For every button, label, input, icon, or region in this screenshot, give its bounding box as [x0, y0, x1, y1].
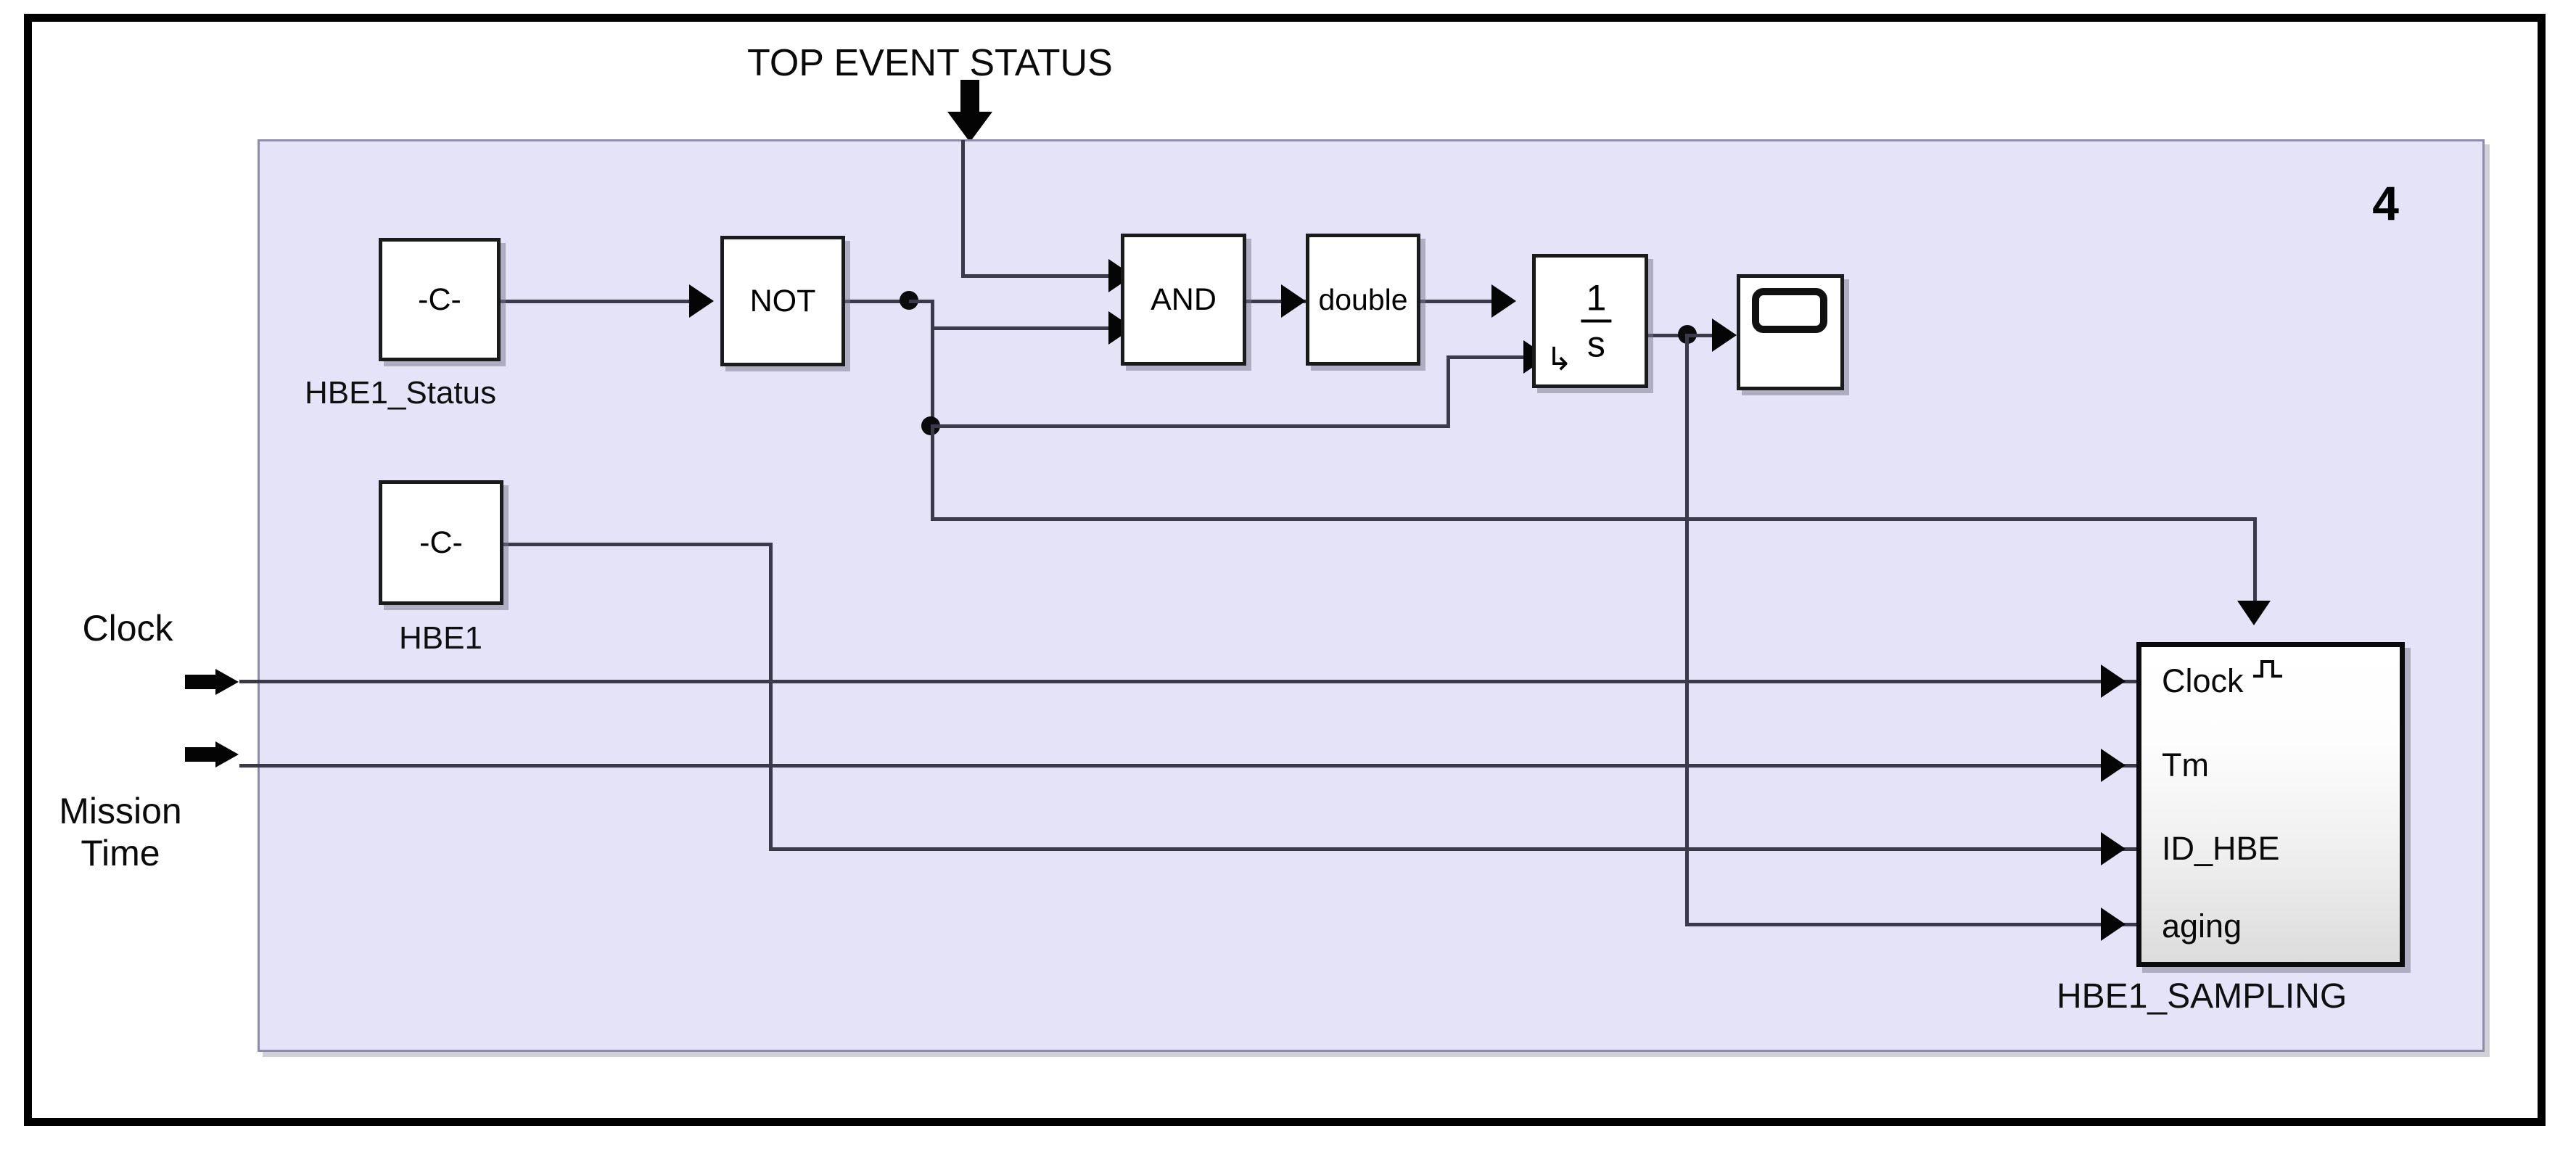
hbe1-caption: HBE1 — [399, 620, 482, 656]
arrow-into-double-icon — [1281, 284, 1306, 318]
mission-time-line-2: Time — [81, 832, 160, 873]
arrow-into-integrator-icon — [1491, 284, 1516, 318]
scope-screen-icon — [1752, 288, 1827, 333]
arrow-into-scope-icon — [1712, 318, 1737, 352]
integrator-denominator: s — [1587, 324, 1605, 365]
integrator-block[interactable]: 1 s ↳ — [1532, 254, 1648, 388]
integrator-reset-icon: ↳ — [1546, 342, 1573, 377]
hbe1-status-const-value: -C- — [418, 281, 461, 317]
wire-not-out — [845, 300, 918, 303]
hbe1-sampling-caption: HBE1_SAMPLING — [2057, 977, 2347, 1016]
mission-time-line-1: Mission — [59, 791, 182, 831]
wire-const-to-not — [501, 300, 695, 303]
not-gate-label: NOT — [749, 283, 816, 318]
wire-lower-feedback-down — [2253, 517, 2257, 604]
wire-junctionA-to-lower — [931, 424, 934, 520]
wire-mission-time-to-subsystem — [239, 764, 2139, 768]
wire-hbe1-down — [769, 543, 773, 851]
port-clock-label: Clock — [2162, 662, 2244, 699]
wire-junctionA-right — [909, 300, 934, 303]
hbe1-sampling-subsystem-block[interactable]: Clock Tm ID_HBE aging — [2136, 642, 2405, 967]
integrator-numerator: 1 — [1586, 277, 1607, 318]
integrator-fraction: 1 s — [1581, 277, 1612, 365]
arrow-into-not-icon — [689, 284, 714, 318]
wire-top-event-down — [961, 140, 965, 278]
mission-time-input-label: Mission Time — [26, 791, 215, 874]
wire-to-integrator-reset-v — [1447, 355, 1450, 424]
double-convert-block[interactable]: double — [1306, 234, 1420, 366]
wire-aging-h — [1685, 923, 2139, 926]
double-convert-label: double — [1318, 282, 1408, 316]
wire-to-scope — [1687, 334, 1722, 337]
wire-clock-to-subsystem — [239, 680, 2139, 683]
wire-double-to-integrator — [1420, 300, 1500, 303]
scope-block[interactable] — [1737, 274, 1844, 390]
arrow-into-subsystem-top-icon — [2237, 601, 2271, 625]
arrow-into-tm-port-icon — [2101, 749, 2126, 782]
wire-to-and-input2 — [931, 326, 1116, 330]
and-gate-label: AND — [1151, 281, 1217, 317]
arrow-into-aging-icon — [2101, 908, 2126, 941]
panel-number-badge: 4 — [2372, 176, 2399, 230]
port-id-hbe-label: ID_HBE — [2162, 830, 2280, 867]
wire-integrator-reset-top — [1447, 355, 1534, 359]
clock-input-label: Clock — [82, 608, 173, 649]
wire-integrator-out — [1615, 334, 1691, 337]
clock-pulse-icon — [2253, 660, 2282, 678]
port-tm-label: Tm — [2162, 746, 2209, 783]
hbe1-status-const-block[interactable]: -C- — [379, 238, 501, 361]
arrow-into-id-hbe-icon — [2101, 832, 2126, 865]
fraction-bar-icon — [1581, 319, 1612, 323]
wire-lower-feedback-h — [931, 517, 2257, 521]
top-event-status-label: TOP EVENT STATUS — [747, 42, 1113, 84]
wire-top-event-to-and — [961, 274, 1116, 278]
wire-aging-drop — [1685, 334, 1689, 926]
outer-frame — [24, 14, 2546, 1126]
wire-hbe1-out-h — [501, 543, 773, 546]
wire-hbe1-to-idhbe — [769, 847, 2139, 851]
top-event-status-arrow-icon — [947, 80, 992, 142]
and-gate-block[interactable]: AND — [1121, 234, 1246, 366]
wire-junctionA-longdrop — [931, 300, 934, 434]
hbe1-const-value: -C- — [419, 524, 463, 560]
hbe1-const-block[interactable]: -C- — [379, 480, 503, 605]
hbe1-status-caption: HBE1_Status — [305, 375, 497, 411]
arrow-into-clock-port-icon — [2101, 665, 2126, 698]
wire-to-integrator-reset-h — [931, 424, 1450, 428]
not-gate-block[interactable]: NOT — [720, 236, 845, 366]
port-aging-label: aging — [2162, 908, 2242, 945]
